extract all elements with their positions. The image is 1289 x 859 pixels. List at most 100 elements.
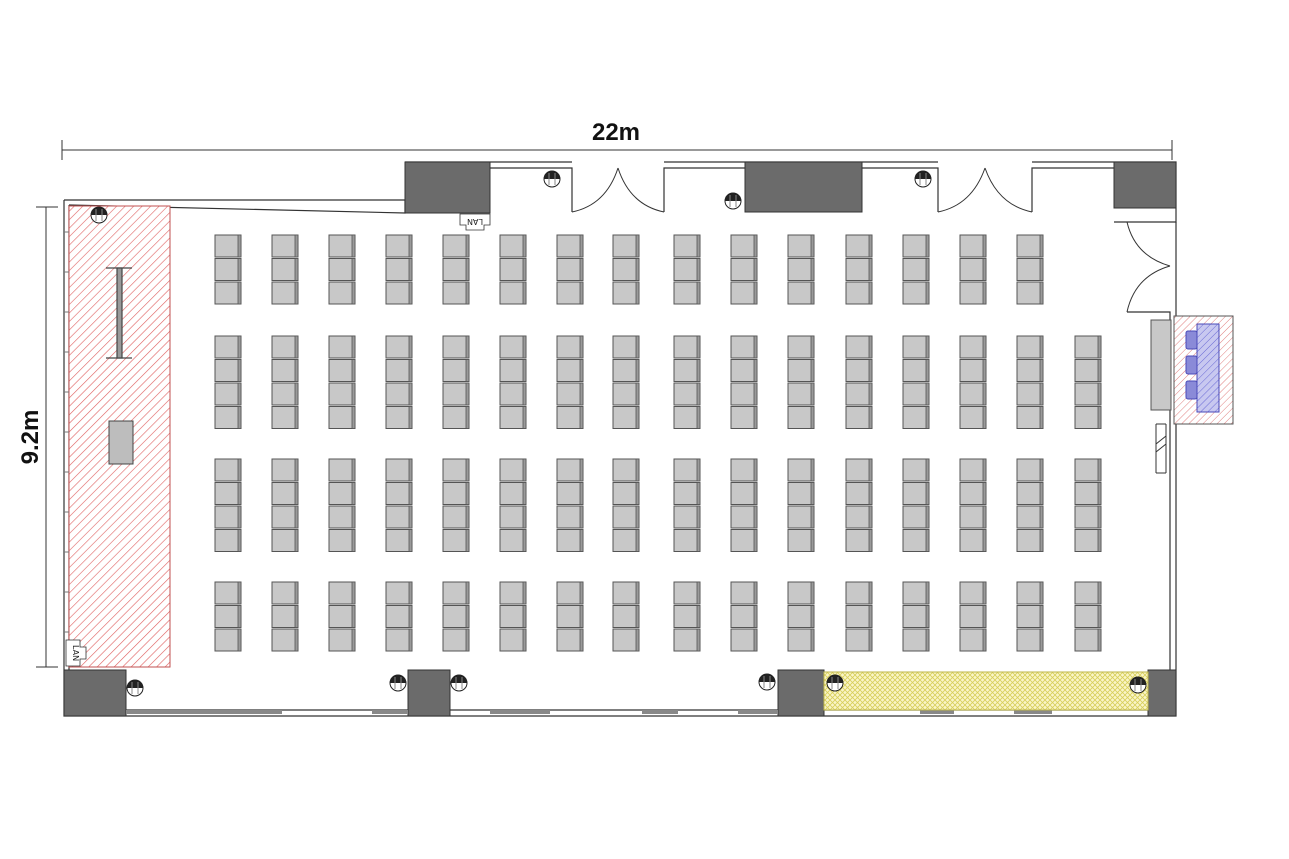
chair	[271, 482, 299, 505]
chair	[787, 234, 815, 258]
chair	[845, 359, 873, 382]
chair	[902, 234, 930, 258]
chair	[556, 406, 584, 429]
chair	[787, 581, 815, 605]
chair	[902, 628, 930, 652]
chair	[612, 406, 640, 429]
chair	[612, 359, 640, 382]
chair	[271, 458, 299, 482]
chair	[845, 258, 873, 281]
chair	[1074, 529, 1102, 552]
chair	[385, 234, 413, 258]
power-outlet	[90, 206, 108, 224]
chair	[1074, 605, 1102, 628]
chair	[673, 458, 701, 482]
chair	[328, 628, 356, 652]
chair	[499, 628, 527, 652]
chair	[902, 359, 930, 382]
chair	[959, 382, 987, 406]
chair	[499, 258, 527, 281]
chair	[385, 258, 413, 281]
chair	[271, 335, 299, 359]
chair	[673, 581, 701, 605]
chair	[612, 581, 640, 605]
chair	[556, 382, 584, 406]
chair	[442, 359, 470, 382]
chair	[385, 505, 413, 529]
chair	[1016, 382, 1044, 406]
column-top-left	[404, 161, 491, 214]
chair	[556, 234, 584, 258]
chair	[612, 505, 640, 529]
chair	[499, 382, 527, 406]
chair	[328, 281, 356, 305]
chair	[673, 406, 701, 429]
podium-stand	[106, 267, 132, 359]
chair	[959, 406, 987, 429]
chair	[1016, 581, 1044, 605]
chair	[271, 406, 299, 429]
chair	[673, 382, 701, 406]
power-outlet	[1129, 676, 1147, 694]
chair	[1016, 234, 1044, 258]
chair	[845, 482, 873, 505]
booth-chairs	[1185, 330, 1198, 400]
chair	[328, 258, 356, 281]
chair	[959, 482, 987, 505]
chair	[730, 628, 758, 652]
chair	[214, 605, 242, 628]
chair	[328, 234, 356, 258]
chair	[214, 529, 242, 552]
chair	[787, 382, 815, 406]
power-outlet	[826, 674, 844, 692]
column-bottom-left	[63, 669, 127, 717]
chair	[673, 281, 701, 305]
lan-jack-bottom-left: LAN	[65, 639, 87, 667]
chair	[1016, 258, 1044, 281]
outlets	[90, 170, 1147, 697]
chair	[673, 605, 701, 628]
chair	[556, 482, 584, 505]
chair	[556, 458, 584, 482]
chair	[442, 482, 470, 505]
power-outlet	[724, 192, 742, 210]
chair	[214, 406, 242, 429]
chair	[787, 281, 815, 305]
height-label: 9.2m	[17, 410, 44, 465]
chair	[730, 505, 758, 529]
chair	[1074, 628, 1102, 652]
chair	[1016, 605, 1044, 628]
chair	[902, 482, 930, 505]
wall-columns	[63, 161, 1177, 717]
chair	[499, 359, 527, 382]
chair	[442, 406, 470, 429]
chair	[214, 335, 242, 359]
chair	[385, 335, 413, 359]
chair	[612, 281, 640, 305]
chair	[385, 605, 413, 628]
chair	[902, 335, 930, 359]
power-outlet	[126, 679, 144, 697]
chair	[730, 605, 758, 628]
power-outlet	[450, 674, 468, 692]
chair	[902, 529, 930, 552]
chair	[442, 258, 470, 281]
chair	[556, 581, 584, 605]
chair	[1016, 335, 1044, 359]
chair	[787, 458, 815, 482]
chair	[787, 406, 815, 429]
chair	[730, 359, 758, 382]
height-dimension: 9.2m	[17, 206, 58, 668]
chair	[730, 382, 758, 406]
chair	[556, 505, 584, 529]
chair	[214, 359, 242, 382]
chair	[1016, 406, 1044, 429]
chair	[1074, 382, 1102, 406]
chair	[959, 258, 987, 281]
chair	[271, 382, 299, 406]
chair	[902, 581, 930, 605]
chair	[612, 482, 640, 505]
chair	[959, 335, 987, 359]
chair	[1016, 281, 1044, 305]
column-top-middle	[744, 161, 863, 213]
